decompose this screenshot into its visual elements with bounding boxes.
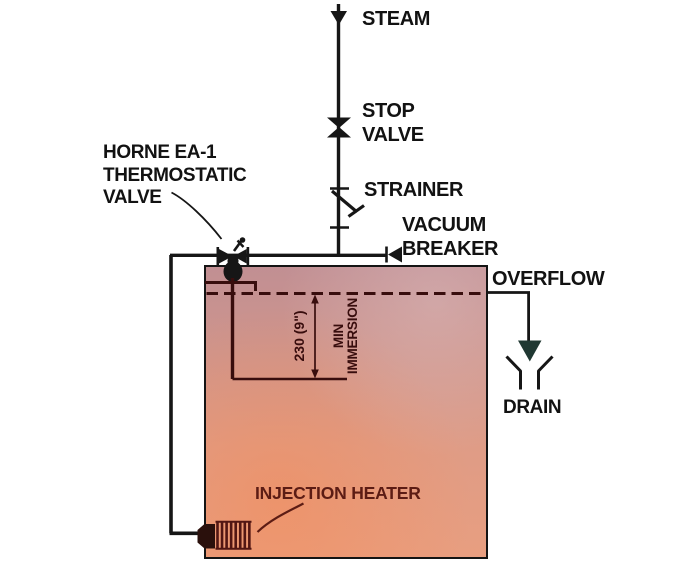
min-immersion-label: MIN IMMERSION: [331, 297, 360, 375]
drain-arrow-icon: [518, 340, 542, 362]
drain-funnel-symbol: [505, 355, 554, 390]
steam-label: STEAM: [362, 8, 431, 30]
overflow-label: OVERFLOW: [492, 268, 605, 290]
vacuum-breaker-label: VACUUM BREAKER: [402, 214, 499, 260]
immersion-depth-dimension: 230 (9"): [291, 310, 307, 362]
stop-valve-label: STOP VALVE: [362, 100, 424, 146]
vacuum-breaker-symbol: [385, 246, 402, 263]
immersion-dimension-line: [311, 294, 319, 379]
tank: [204, 265, 488, 559]
strainer-symbol: [330, 187, 365, 229]
stop-valve-symbol: [327, 117, 351, 138]
overflow-pipe: [487, 291, 530, 341]
strainer-label: STRAINER: [364, 179, 464, 201]
drain-label: DRAIN: [503, 397, 562, 418]
valve-leader-line: [171, 191, 223, 240]
injection-heater-symbol: [197, 520, 252, 550]
sensor-dip-tube: [205, 278, 347, 381]
heater-leader-line: [256, 502, 305, 533]
thermostatic-valve-symbol: [216, 237, 250, 282]
injection-heater-label: INJECTION HEATER: [255, 483, 421, 503]
thermostatic-valve-label: HORNE EA-1 THERMOSTATIC VALVE: [103, 142, 247, 208]
steam-flow-arrow-icon: [330, 11, 347, 25]
left-supply-pipe: [169, 255, 205, 536]
